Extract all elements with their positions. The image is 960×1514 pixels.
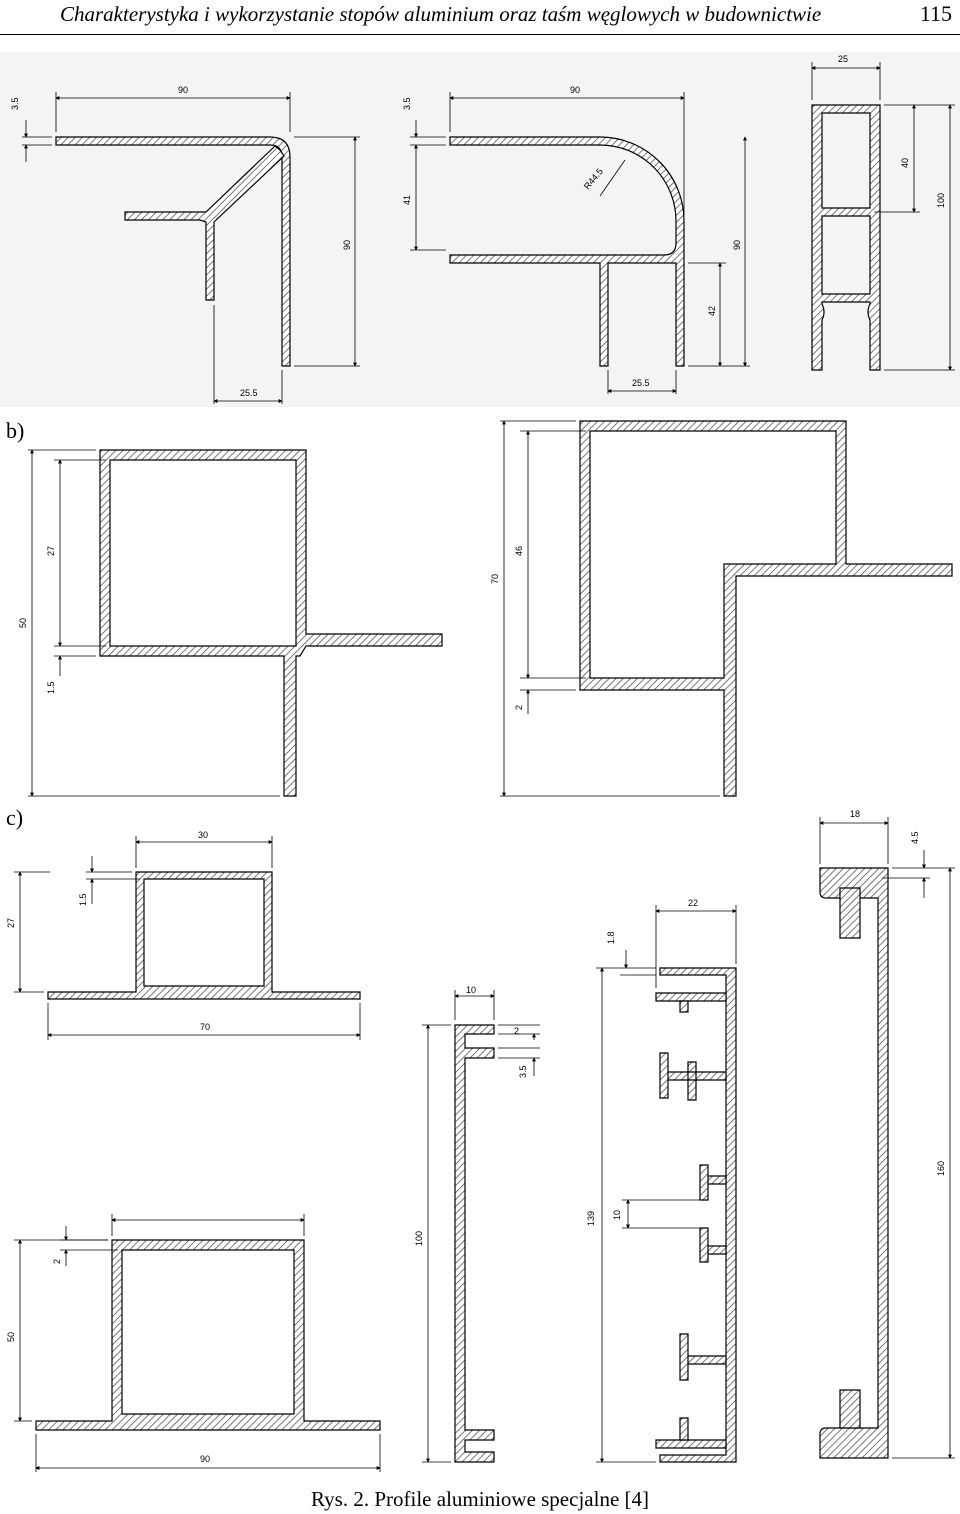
profile-b1 <box>99 449 443 797</box>
dim-label: 90 <box>342 240 352 250</box>
dim-label: 10 <box>466 985 476 995</box>
dim-label: 70 <box>490 574 500 584</box>
dim-label: 22 <box>688 898 698 908</box>
dim-label: 2 <box>514 705 524 710</box>
profile-a3-dimensions: 25 40 100 <box>811 54 955 371</box>
dim-label: 3.5 <box>402 97 412 110</box>
profile-b1-dimensions: 50 27 1.5 <box>18 449 280 797</box>
profile-c2 <box>454 1024 495 1463</box>
profile-a3 <box>811 104 881 371</box>
page-number: 115 <box>919 1 952 26</box>
profile-a1 <box>55 136 291 367</box>
dim-label: 90 <box>732 240 742 250</box>
panel-label-b: b) <box>6 418 25 443</box>
dim-label: 42 <box>707 306 717 316</box>
dim-label: 25.5 <box>632 378 650 388</box>
profile-a2-dimensions: 90 3.5 41 R44.5 90 42 25.5 <box>402 85 750 394</box>
profile-c4 <box>819 867 889 1459</box>
profile-c1-dimensions: 30 1.5 27 70 <box>6 830 361 1040</box>
dim-label: 46 <box>514 546 524 556</box>
figure-caption: Rys. 2. Profile aluminiowe specjalne [4] <box>311 1487 649 1511</box>
dim-label: 50 <box>18 618 28 628</box>
profile-c3-dimensions: 22 1.8 139 10 <box>586 898 737 1463</box>
profile-c3 <box>655 967 737 1463</box>
running-header-title: Charakterystyka i wykorzystanie stopów a… <box>60 2 822 26</box>
profile-a1-dimensions: 90 3.5 90 25.5 <box>10 85 360 404</box>
running-header: Charakterystyka i wykorzystanie stopów a… <box>0 0 960 35</box>
dim-label: 1.8 <box>606 931 616 944</box>
dim-label: 10 <box>612 1210 622 1220</box>
profile-b2 <box>579 420 953 797</box>
dim-label: 2 <box>514 1026 519 1036</box>
dim-label: 40 <box>900 158 910 168</box>
dim-label: 27 <box>6 918 16 928</box>
dim-label: 25 <box>838 54 848 64</box>
profile-c2-dimensions: 10 2 3.5 100 <box>414 985 540 1463</box>
dim-label: 139 <box>586 1211 596 1226</box>
dim-label: 100 <box>414 1231 424 1246</box>
dim-label: 18 <box>850 809 860 819</box>
dim-label: 1.5 <box>78 893 88 906</box>
dim-label: 25.5 <box>240 388 258 398</box>
profile-b2-dimensions: 70 46 2 <box>490 420 720 797</box>
dim-label: 2 <box>52 1259 62 1264</box>
dim-label: 27 <box>46 546 56 556</box>
profile-c4-dimensions: 18 4.5 160 <box>819 809 955 1459</box>
dim-label: 50 <box>6 1332 16 1342</box>
dim-label: 100 <box>936 193 946 208</box>
dim-label: 3.5 <box>10 97 20 110</box>
profile-a2 <box>449 136 685 367</box>
panel-label-c: c) <box>6 805 24 830</box>
dim-label: 160 <box>936 1161 946 1176</box>
dim-label: 3.5 <box>518 1065 528 1078</box>
dim-label: 90 <box>178 85 188 95</box>
panel-a-background <box>0 52 960 407</box>
dim-label: 90 <box>570 85 580 95</box>
dim-label: 1.5 <box>46 681 56 694</box>
dim-label: 70 <box>200 1022 210 1032</box>
dim-label: 90 <box>200 1454 210 1464</box>
profile-c5-dimensions: 2 50 90 <box>6 1214 381 1472</box>
dim-label: 30 <box>198 830 208 840</box>
dim-label: 4.5 <box>910 831 920 844</box>
profile-c1 <box>47 871 361 1000</box>
dim-label: 41 <box>402 195 412 205</box>
profile-c5 <box>35 1239 381 1431</box>
